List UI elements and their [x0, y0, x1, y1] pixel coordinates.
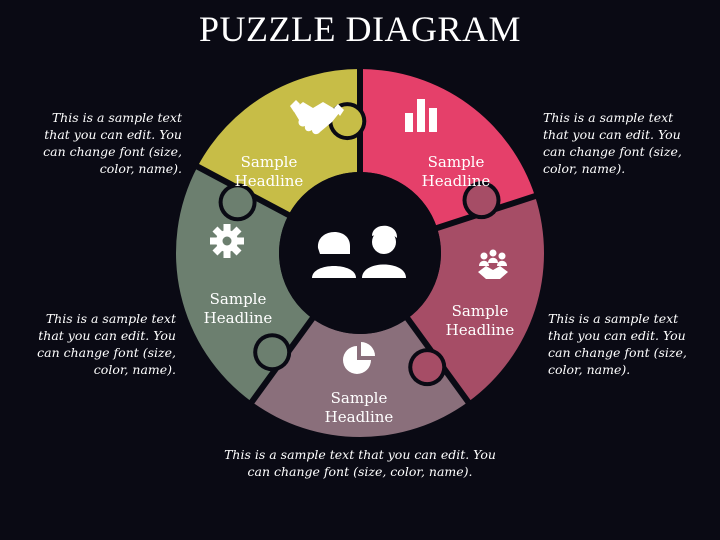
- segment-magenta: [407, 196, 544, 402]
- description-middle-right: This is a sample text that you can edit.…: [548, 311, 687, 377]
- description-top-right: This is a sample text that you can edit.…: [543, 110, 682, 176]
- gear-tooth: [223, 250, 231, 258]
- puzzle-tab: [466, 185, 497, 216]
- puzzle-tab: [412, 352, 443, 383]
- center-circle: [279, 172, 441, 334]
- segment-headline-pink: Sample: [428, 153, 485, 171]
- description-middle-left: This is a sample text that you can edit.…: [37, 311, 176, 377]
- segment-mauve: [251, 318, 469, 437]
- handshake-icon: [290, 100, 344, 135]
- segment-headline-mauve-line2: Headline: [325, 408, 394, 426]
- description-bottom: This is a sample text that you can edit.…: [224, 447, 496, 479]
- puzzle-tab: [257, 337, 288, 368]
- segment-headline-magenta: Sample: [452, 302, 509, 320]
- gear-tooth: [210, 237, 218, 245]
- segment-headline-green-line2: Headline: [204, 309, 273, 327]
- gear-icon: [210, 224, 244, 258]
- gear-hole: [222, 236, 232, 246]
- segment-headline-green: Sample: [210, 290, 267, 308]
- segment-headline-yellow: Sample: [241, 153, 298, 171]
- puzzle-tab: [222, 187, 253, 218]
- team-icon: [478, 249, 508, 279]
- segment-headline-mauve: Sample: [331, 389, 388, 407]
- segment-headline-yellow-line2: Headline: [235, 172, 304, 190]
- people-icon: [312, 225, 406, 278]
- pie-chart-icon: [343, 342, 375, 374]
- segment-headline-magenta-line2: Headline: [446, 321, 515, 339]
- gear-tooth: [223, 224, 231, 232]
- segment-headline-pink-line2: Headline: [422, 172, 491, 190]
- gear-tooth: [236, 237, 244, 245]
- description-top-left: This is a sample text that you can edit.…: [43, 110, 182, 176]
- page-title: PUZZLE DIAGRAM: [199, 9, 521, 49]
- bar-chart-icon: [405, 99, 437, 132]
